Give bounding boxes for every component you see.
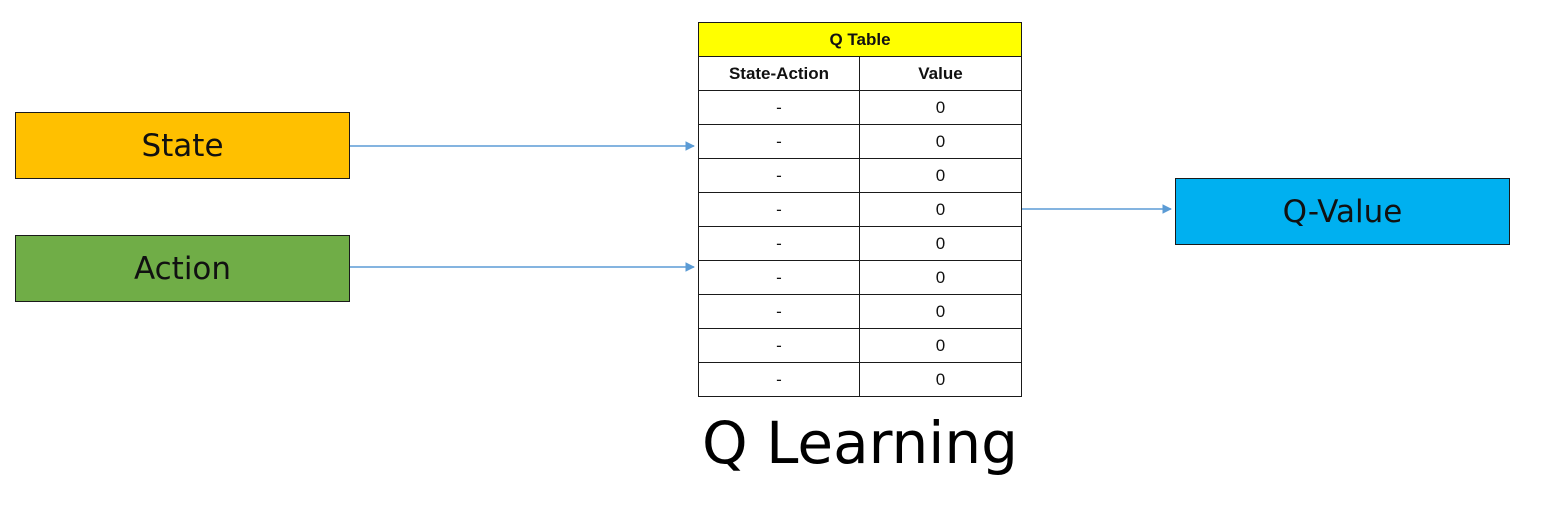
value-cell: 0 — [859, 328, 1022, 363]
table-row: -0 — [698, 328, 1022, 363]
column-header-state-action: State-Action — [698, 56, 860, 91]
value-cell: 0 — [859, 226, 1022, 261]
state-action-cell: - — [698, 124, 860, 159]
value-cell: 0 — [859, 294, 1022, 329]
diagram-title: Q Learning — [702, 409, 1018, 477]
column-header-value: Value — [859, 56, 1022, 91]
value-cell: 0 — [859, 362, 1022, 397]
table-row: -0 — [698, 362, 1022, 397]
q-table-body: -0-0-0-0-0-0-0-0-0 — [698, 90, 1022, 397]
q-value-label: Q-Value — [1282, 193, 1403, 230]
state-action-cell: - — [698, 294, 860, 329]
action-box: Action — [15, 235, 350, 302]
table-row: -0 — [698, 158, 1022, 193]
state-action-cell: - — [698, 90, 860, 125]
state-action-cell: - — [698, 362, 860, 397]
table-row: -0 — [698, 124, 1022, 159]
state-action-cell: - — [698, 226, 860, 261]
value-cell: 0 — [859, 124, 1022, 159]
q-table-title: Q Table — [698, 22, 1022, 57]
value-cell: 0 — [859, 260, 1022, 295]
table-row: -0 — [698, 226, 1022, 261]
state-action-cell: - — [698, 192, 860, 227]
q-value-box: Q-Value — [1175, 178, 1510, 245]
q-table: Q Table State-Action Value -0-0-0-0-0-0-… — [698, 22, 1022, 397]
state-label: State — [141, 127, 224, 164]
value-cell: 0 — [859, 90, 1022, 125]
table-row: -0 — [698, 260, 1022, 295]
value-cell: 0 — [859, 158, 1022, 193]
table-row: -0 — [698, 192, 1022, 227]
action-label: Action — [133, 250, 232, 287]
table-row: -0 — [698, 294, 1022, 329]
value-cell: 0 — [859, 192, 1022, 227]
state-action-cell: - — [698, 158, 860, 193]
state-box: State — [15, 112, 350, 179]
table-row: -0 — [698, 90, 1022, 125]
state-action-cell: - — [698, 328, 860, 363]
state-action-cell: - — [698, 260, 860, 295]
